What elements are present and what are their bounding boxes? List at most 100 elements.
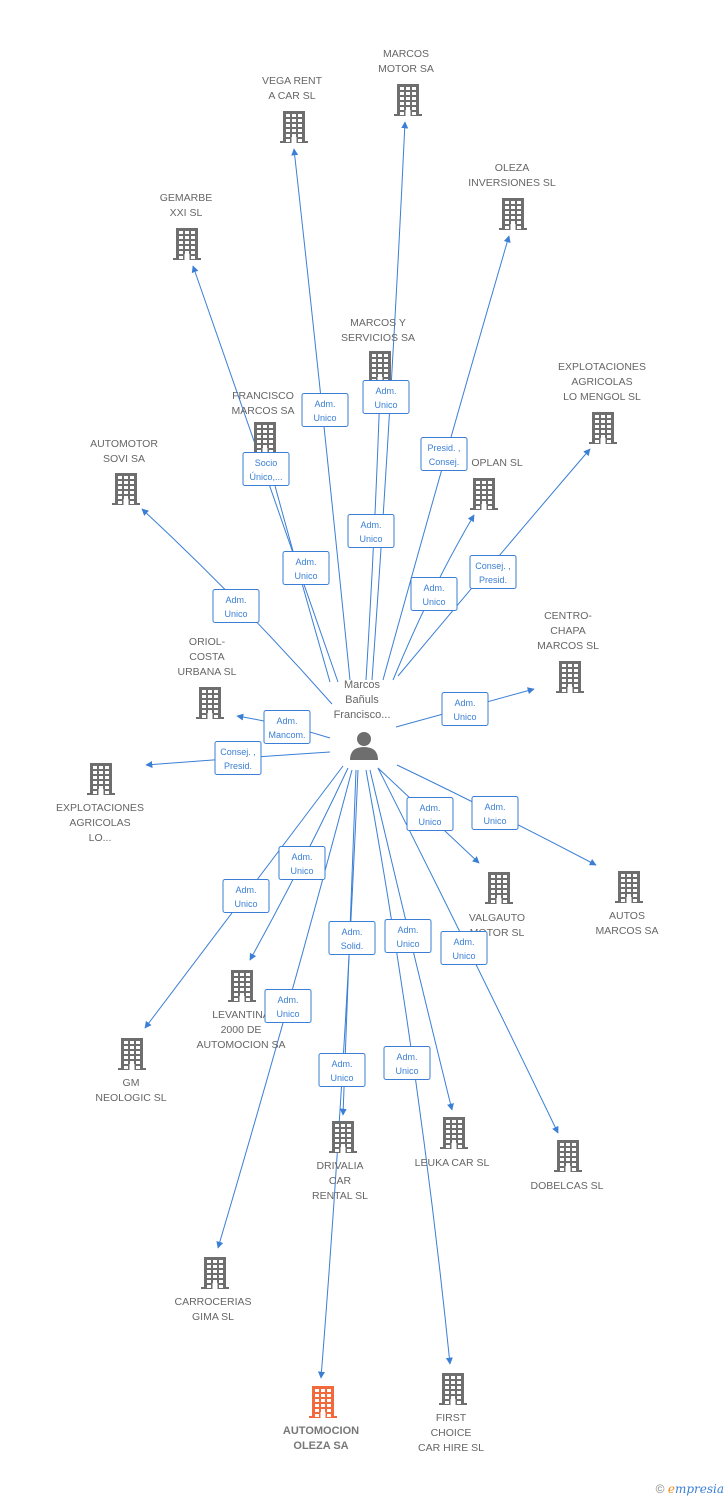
building-icon[interactable] [439, 1373, 467, 1405]
company-label-carrocerias-gima[interactable]: GIMA SL [192, 1311, 234, 1323]
building-icon[interactable] [589, 412, 617, 444]
building-icon[interactable] [251, 422, 279, 454]
building-icon[interactable] [196, 687, 224, 719]
company-label-valgauto[interactable]: VALGAUTO [469, 912, 525, 924]
company-label-levantina[interactable]: LEVANTINA [212, 1009, 270, 1021]
company-label-automocion-oleza[interactable]: OLEZA SA [293, 1440, 348, 1452]
company-label-explotaciones-mengol[interactable]: EXPLOTACIONES [558, 361, 646, 373]
building-icon[interactable] [366, 351, 394, 383]
relation-label-oriol-costa[interactable]: Adm.Mancom. [263, 710, 311, 744]
company-label-explotaciones-mengol[interactable]: LO MENGOL SL [563, 391, 641, 403]
person-name-label[interactable]: Bañuls [345, 694, 379, 706]
relation-label-automocion-oleza[interactable]: Adm.Solid. [328, 921, 376, 955]
company-label-marcos-servicios[interactable]: SERVICIOS SA [341, 332, 415, 344]
building-icon[interactable] [201, 1257, 229, 1289]
relation-role-text: Solid. [341, 941, 364, 951]
building-icon[interactable] [394, 84, 422, 116]
relation-role-text: Presid. [479, 575, 507, 585]
company-label-leuka[interactable]: LEUKA CAR SL [415, 1157, 490, 1169]
relation-label-levantina[interactable]: Adm.Unico [278, 846, 326, 880]
company-label-oriol-costa[interactable]: ORIOL- [189, 636, 226, 648]
company-label-autos-marcos[interactable]: MARCOS SA [595, 925, 658, 937]
company-label-centro-chapa[interactable]: CHAPA [550, 625, 585, 637]
company-label-explotaciones-lo[interactable]: AGRICOLAS [69, 817, 130, 829]
company-label-gemarbe[interactable]: XXI SL [170, 207, 203, 219]
relation-label-autos-marcos[interactable]: Adm.Unico [471, 796, 519, 830]
company-label-drivalia[interactable]: DRIVALIA [316, 1160, 363, 1172]
building-icon[interactable] [87, 763, 115, 795]
company-label-centro-chapa[interactable]: CENTRO- [544, 610, 592, 622]
relation-role-text: Consej. , [475, 561, 511, 571]
relation-label-explotaciones-mengol[interactable]: Consej. , Presid. [469, 555, 517, 589]
company-label-first-choice[interactable]: FIRST [436, 1412, 467, 1424]
company-label-francisco-marcos[interactable]: FRANCISCO [232, 390, 294, 402]
person-name-label[interactable]: Francisco... [334, 709, 391, 721]
building-icon[interactable] [470, 478, 498, 510]
company-label-vega-rent[interactable]: A CAR SL [268, 90, 315, 102]
company-label-oriol-costa[interactable]: URBANA SL [178, 666, 237, 678]
company-label-oleza-inversiones[interactable]: INVERSIONES SL [468, 177, 556, 189]
relation-label-centro-chapa[interactable]: Adm.Unico [441, 692, 489, 726]
company-label-oriol-costa[interactable]: COSTA [189, 651, 224, 663]
building-icon[interactable] [112, 473, 140, 505]
relation-label-marcos-servicios[interactable]: Adm.Unico [347, 514, 395, 548]
relation-label-oleza-inversiones[interactable]: Presid. ,Consej. [420, 437, 468, 471]
relation-label-valgauto[interactable]: Adm.Unico [406, 797, 454, 831]
company-label-automotor-sovi[interactable]: AUTOMOTOR [90, 438, 158, 450]
relation-label-leuka[interactable]: Adm.Unico [384, 919, 432, 953]
company-label-autos-marcos[interactable]: AUTOS [609, 910, 645, 922]
relation-label-drivalia[interactable]: Adm.Unico [318, 1053, 366, 1087]
company-label-explotaciones-mengol[interactable]: AGRICOLAS [571, 376, 632, 388]
company-label-oplan[interactable]: OPLAN SL [471, 457, 523, 469]
company-label-automotor-sovi[interactable]: SOVI SA [103, 453, 145, 465]
relation-label-explotaciones-lo[interactable]: Consej. ,Presid. [214, 741, 262, 775]
person-icon[interactable] [350, 732, 378, 760]
building-icon[interactable] [556, 661, 584, 693]
company-label-carrocerias-gima[interactable]: CARROCERIAS [174, 1296, 251, 1308]
relation-label-oplan[interactable]: Adm.Unico [410, 577, 458, 611]
company-label-centro-chapa[interactable]: MARCOS SL [537, 640, 599, 652]
company-label-levantina[interactable]: 2000 DE [221, 1024, 262, 1036]
company-label-first-choice[interactable]: CHOICE [431, 1427, 472, 1439]
company-label-marcos-motor[interactable]: MARCOS [383, 48, 429, 60]
relation-label-first-choice[interactable]: Adm.Unico [383, 1046, 431, 1080]
building-icon[interactable] [554, 1140, 582, 1172]
building-icon[interactable] [615, 871, 643, 903]
building-icon[interactable] [118, 1038, 146, 1070]
company-label-vega-rent[interactable]: VEGA RENT [262, 75, 323, 87]
relation-label-gemarbe[interactable]: Adm.Unico [282, 551, 330, 585]
building-icon[interactable] [499, 198, 527, 230]
company-label-levantina[interactable]: AUTOMOCION SA [196, 1039, 285, 1051]
brand-footer[interactable]: © empresia [656, 1482, 724, 1496]
relation-label-automotor-sovi[interactable]: Adm.Unico [212, 589, 260, 623]
company-label-gemarbe[interactable]: GEMARBE [160, 192, 213, 204]
relation-label-francisco-marcos[interactable]: SocioÚnico,... [242, 452, 290, 486]
building-icon[interactable] [485, 872, 513, 904]
company-label-drivalia[interactable]: CAR [329, 1175, 352, 1187]
building-icon[interactable] [228, 970, 256, 1002]
relation-label-marcos-motor[interactable]: Adm.Unico [362, 380, 410, 414]
company-label-explotaciones-lo[interactable]: LO... [89, 832, 112, 844]
person-name-label[interactable]: Marcos [344, 679, 381, 691]
company-label-francisco-marcos[interactable]: MARCOS SA [231, 405, 294, 417]
company-label-gm-neologic[interactable]: NEOLOGIC SL [95, 1092, 166, 1104]
building-icon[interactable] [309, 1386, 337, 1418]
building-icon[interactable] [280, 111, 308, 143]
company-label-oleza-inversiones[interactable]: OLEZA [495, 162, 529, 174]
building-icon[interactable] [329, 1121, 357, 1153]
company-label-automocion-oleza[interactable]: AUTOMOCION [283, 1425, 359, 1437]
company-label-explotaciones-lo[interactable]: EXPLOTACIONES [56, 802, 144, 814]
relation-label-gm-neologic[interactable]: Adm.Unico [222, 879, 270, 913]
relation-label-carrocerias-gima[interactable]: Adm.Unico [264, 989, 312, 1023]
building-icon[interactable] [440, 1117, 468, 1149]
company-label-first-choice[interactable]: CAR HIRE SL [418, 1442, 484, 1454]
relation-label-vega-rent[interactable]: Adm.Unico [301, 393, 349, 427]
relation-label-dobelcas[interactable]: Adm.Unico [440, 931, 488, 965]
company-label-gm-neologic[interactable]: GM [123, 1077, 140, 1089]
company-label-drivalia[interactable]: RENTAL SL [312, 1190, 368, 1202]
company-label-dobelcas[interactable]: DOBELCAS SL [531, 1180, 604, 1192]
company-label-marcos-servicios[interactable]: MARCOS Y [350, 317, 406, 329]
building-icon[interactable] [173, 228, 201, 260]
company-label-marcos-motor[interactable]: MOTOR SA [378, 63, 434, 75]
